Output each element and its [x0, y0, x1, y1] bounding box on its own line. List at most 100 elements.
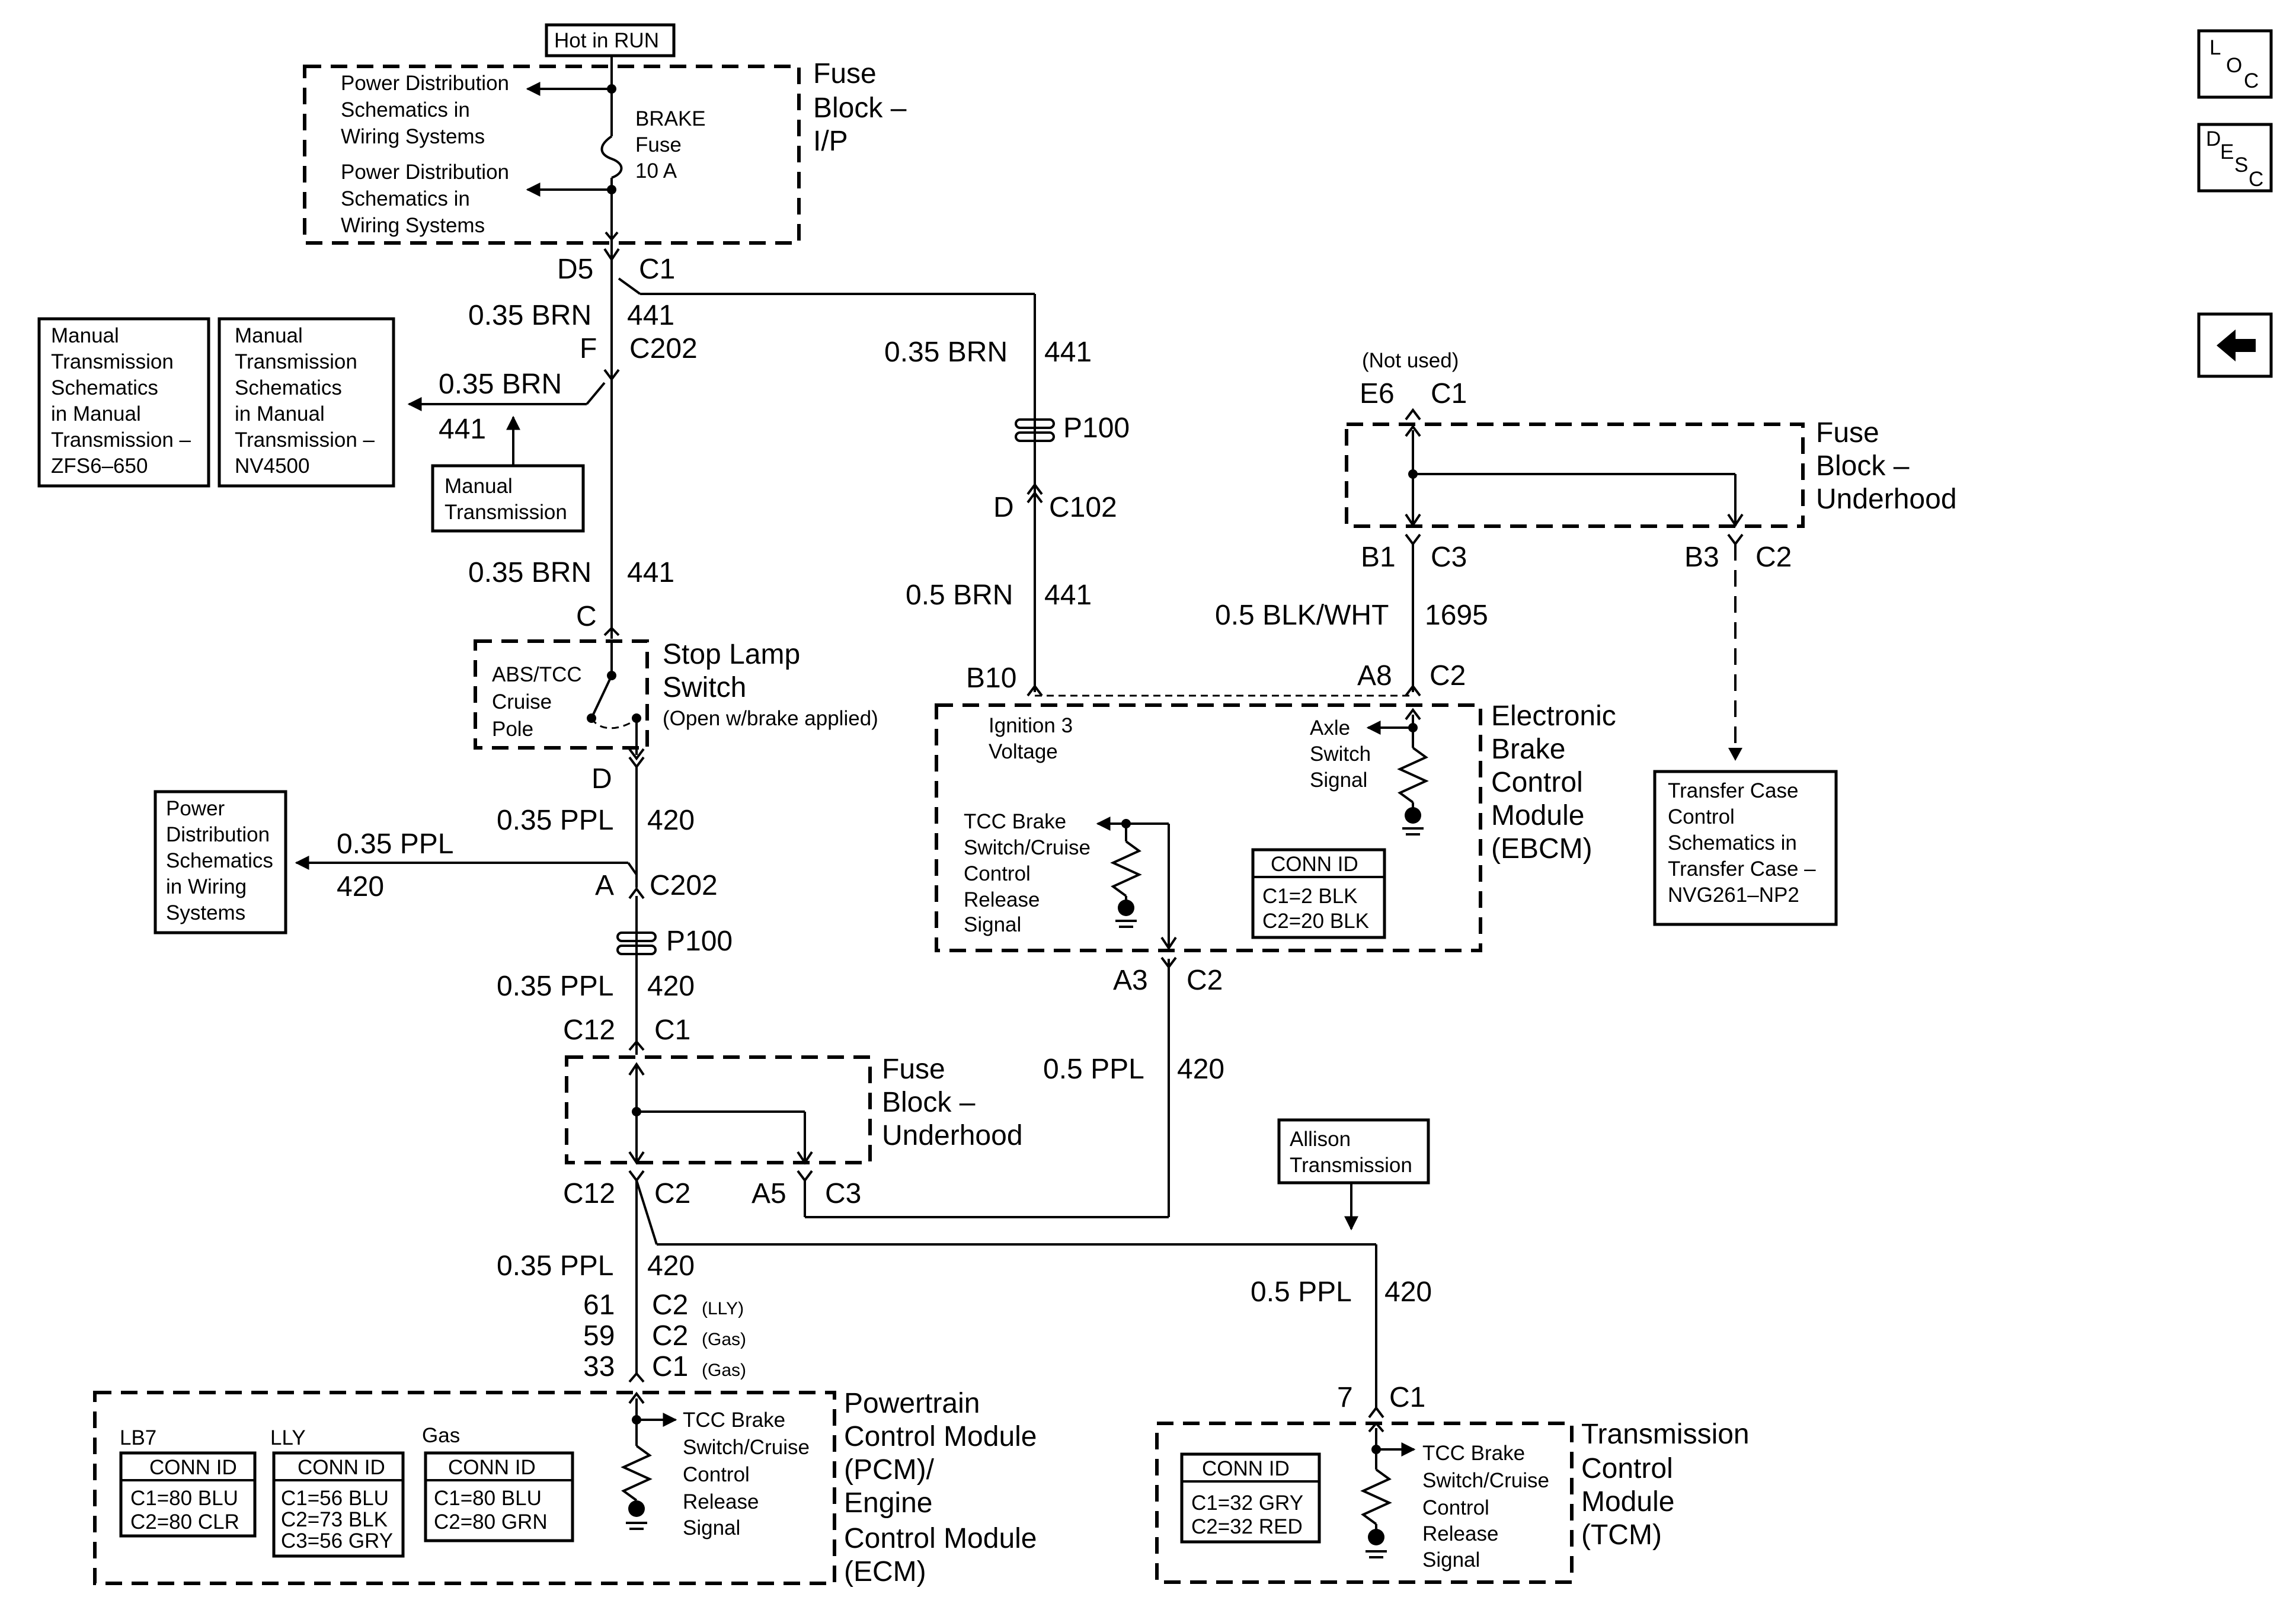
w12-gauge: 0.5 BLK/WHT: [1215, 600, 1389, 631]
desc-button[interactable]: D E S C: [2197, 123, 2273, 193]
ebcm-a3: A3: [1113, 965, 1148, 996]
w9-gauge: 0.5 PPL: [1043, 1054, 1144, 1085]
manual-zfs-box[interactable]: [37, 317, 210, 488]
loc-l: L: [2209, 36, 2221, 59]
w7-circuit: 420: [337, 871, 384, 902]
pcm-id-gas-l1: C1=80 BLU: [434, 1487, 542, 1510]
fuse-uh-upper-e6: E6: [1360, 378, 1395, 409]
p100-lower-label: P100: [666, 926, 733, 957]
allison-box[interactable]: [1277, 1118, 1430, 1185]
fuse-uh-lower-c12-top: C12: [563, 1014, 615, 1046]
pin-d5: D5: [557, 254, 593, 285]
conn-c202-top: C202: [629, 333, 698, 364]
fuse-block-ip-frame: [303, 65, 801, 245]
pcm-id-lb7-l1: C1=80 BLU: [130, 1487, 238, 1510]
transfer-case-box[interactable]: [1653, 770, 1838, 926]
p100-upper-label: P100: [1063, 412, 1130, 444]
pcm-pin-33: 33: [583, 1351, 615, 1382]
svg-text:C: C: [2249, 168, 2263, 191]
pcm-id-lly-l3: C3=56 GRY: [281, 1529, 393, 1553]
pcm-pin-61: 61: [583, 1289, 615, 1321]
pd-left-box[interactable]: [154, 790, 287, 934]
pcm-var-lly: (LLY): [702, 1299, 744, 1318]
svg-text:D: D: [2206, 127, 2221, 151]
tcm-resistor-icon: [1360, 1468, 1392, 1525]
svg-text:E: E: [2220, 140, 2234, 164]
ebcm-id-l1: C1=2 BLK: [1262, 885, 1358, 908]
stop-lamp-pin-d: D: [591, 763, 612, 795]
brake-fuse-icon: [600, 135, 623, 179]
w2-gauge: 0.35 BRN: [439, 369, 562, 400]
tcm-id-box: [1180, 1452, 1321, 1544]
w3-circuit: 441: [1044, 337, 1092, 368]
ebcm-c2-bot: C2: [1187, 965, 1223, 996]
ebcm-c2-top: C2: [1430, 660, 1466, 692]
fuse-uh-upper-frame: [1345, 422, 1805, 528]
tcm-id-title: CONN ID: [1202, 1457, 1290, 1480]
pcm-id-lb7-title: CONN ID: [149, 1456, 237, 1479]
ebcm-a8: A8: [1357, 660, 1392, 692]
w4-gauge: 0.35 BRN: [468, 557, 591, 588]
c202-a-pin: A: [595, 870, 614, 901]
w6-circuit: 420: [647, 805, 695, 836]
w10-gauge: 0.35 PPL: [497, 1250, 613, 1282]
w3-gauge: 0.35 BRN: [884, 337, 1008, 368]
pcm-id-gas-l2: C2=80 GRN: [434, 1510, 548, 1534]
w1-gauge: 0.35 BRN: [468, 300, 591, 331]
pcm-frame: [93, 1391, 836, 1585]
w1-circuit: 441: [627, 300, 674, 331]
w6-gauge: 0.35 PPL: [497, 805, 613, 836]
manual-nv-box[interactable]: [218, 317, 395, 488]
fuse-uh-lower-frame: [565, 1055, 872, 1164]
ebcm-id-l2: C2=20 BLK: [1262, 910, 1369, 933]
w8-circuit: 420: [647, 971, 695, 1002]
stop-lamp-switch-icon: [590, 675, 613, 719]
conn-c1: C1: [639, 254, 675, 285]
w10-circuit: 420: [647, 1250, 695, 1282]
fuse-uh-upper-b1: B1: [1361, 542, 1396, 573]
loc-o: O: [2226, 54, 2242, 77]
fuse-uh-upper-c2: C2: [1755, 542, 1792, 573]
pcm-id-lly-box: [272, 1451, 405, 1558]
pcm-id-lb7-box: [119, 1451, 257, 1538]
w12-circuit: 1695: [1425, 600, 1488, 631]
tcm-conn: C1: [1389, 1382, 1425, 1413]
back-button[interactable]: [2197, 312, 2273, 378]
w2-circuit: 441: [439, 414, 486, 445]
w8-gauge: 0.35 PPL: [497, 971, 613, 1002]
pcm-id-lly-l1: C1=56 BLU: [281, 1487, 389, 1510]
pcm-ground-icon: [628, 1500, 645, 1517]
fuse-uh-lower-c3: C3: [825, 1178, 861, 1209]
p100-lower-top: [616, 932, 657, 942]
stop-lamp-frame: [474, 639, 649, 750]
pcm-resistor-icon: [621, 1445, 653, 1502]
w5-circuit: 441: [1044, 580, 1092, 611]
ebcm-id-box: [1251, 848, 1386, 939]
conn-d-c102: D: [993, 492, 1014, 523]
w4-circuit: 441: [627, 557, 674, 588]
fuse-uh-lower-c1-top: C1: [654, 1014, 690, 1046]
pcm-id-lly-name: LLY: [270, 1426, 306, 1449]
loc-button[interactable]: L O C: [2197, 29, 2273, 99]
hot-in-run-box: [545, 23, 676, 57]
svg-text:S: S: [2234, 153, 2248, 177]
stop-lamp-pin-c: C: [576, 601, 597, 632]
manual-transmission-box[interactable]: [431, 464, 585, 533]
